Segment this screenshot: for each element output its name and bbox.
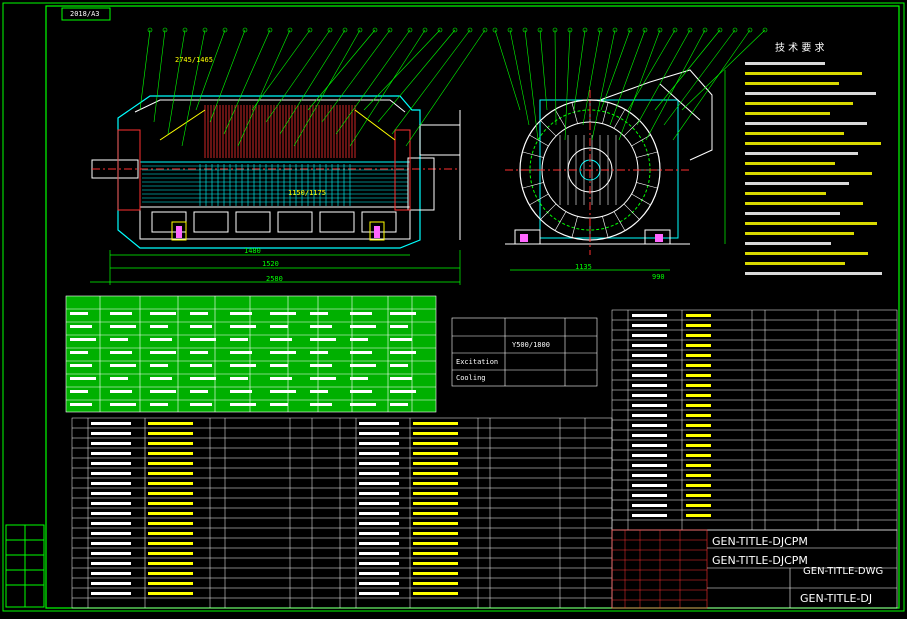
base-cells (151, 211, 397, 233)
title-name-top: GEN-TITLE-DJCPM (712, 535, 808, 548)
foot-right-bolt (374, 226, 380, 238)
frame-outline (117, 95, 421, 249)
dim-1150: 1150/1175 (288, 189, 326, 197)
bearing-right (394, 129, 411, 211)
dim-2745: 2745/1465 (175, 56, 213, 64)
dim-1520: 1520 (262, 260, 279, 268)
dim-1480: 1480 (244, 247, 261, 255)
title-name-main: GEN-TITLE-DJCPM (712, 554, 808, 567)
drawing-tag: 2018/A3 (70, 10, 100, 18)
terminal-box (407, 157, 435, 211)
dim-2580: 2580 (266, 275, 283, 283)
foot-right (369, 221, 385, 241)
tag-box (61, 7, 111, 21)
top-cover (134, 99, 406, 113)
end-cover (419, 124, 461, 156)
rating-row-3: Cooling (456, 374, 486, 382)
dimension-lines (90, 250, 461, 285)
parts-list-bottom (71, 417, 613, 609)
tech-requirements-header: 技 术 要 求 (775, 43, 825, 54)
stator-laminations (204, 105, 356, 158)
parts-list-right (611, 309, 898, 531)
title-name-right: GEN-TITLE-DWG (803, 566, 884, 577)
lifting-bracket (599, 69, 713, 161)
motor-end-view (492, 27, 768, 271)
end-frame (539, 99, 679, 239)
left-side-strip (5, 524, 45, 608)
title-block (611, 529, 898, 609)
rating-table (451, 317, 598, 387)
leader-lines-left (139, 27, 488, 147)
bearing-left (117, 129, 141, 211)
rotor-lines (142, 164, 408, 206)
parameter-table (65, 295, 437, 413)
rating-row-1: Y500/1800 (512, 341, 550, 349)
base-frame (139, 206, 411, 240)
title-name-bottom: GEN-TITLE-DJ (800, 592, 873, 605)
foot-left (171, 221, 187, 241)
leader-lines-right (492, 27, 768, 141)
dim-990: 990 (652, 273, 665, 281)
rating-row-2: Excitation (456, 358, 499, 366)
foot-left-bolt (176, 226, 182, 238)
dim-1135: 1135 (575, 263, 592, 271)
motor-side-view (90, 27, 488, 285)
tech-requirements (745, 62, 882, 275)
